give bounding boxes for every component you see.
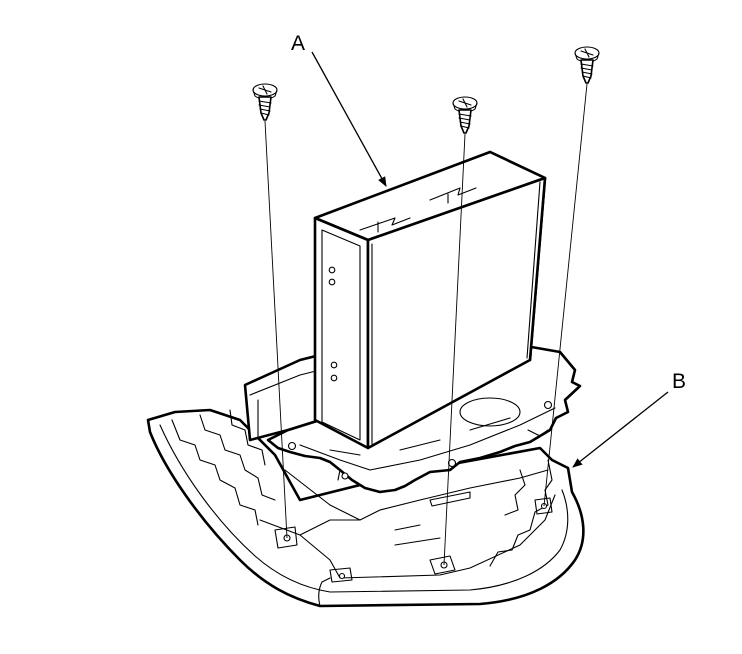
callout-b-label: B [672, 370, 686, 393]
screw-left [252, 83, 278, 121]
callout-a-label: A [291, 32, 305, 55]
bracket-housing [146, 408, 585, 608]
callout-b: B [572, 370, 686, 468]
screw-guide-lines [264, 83, 588, 566]
screw-center [452, 96, 478, 134]
callout-a: A [291, 32, 387, 187]
screw-right [574, 46, 600, 84]
